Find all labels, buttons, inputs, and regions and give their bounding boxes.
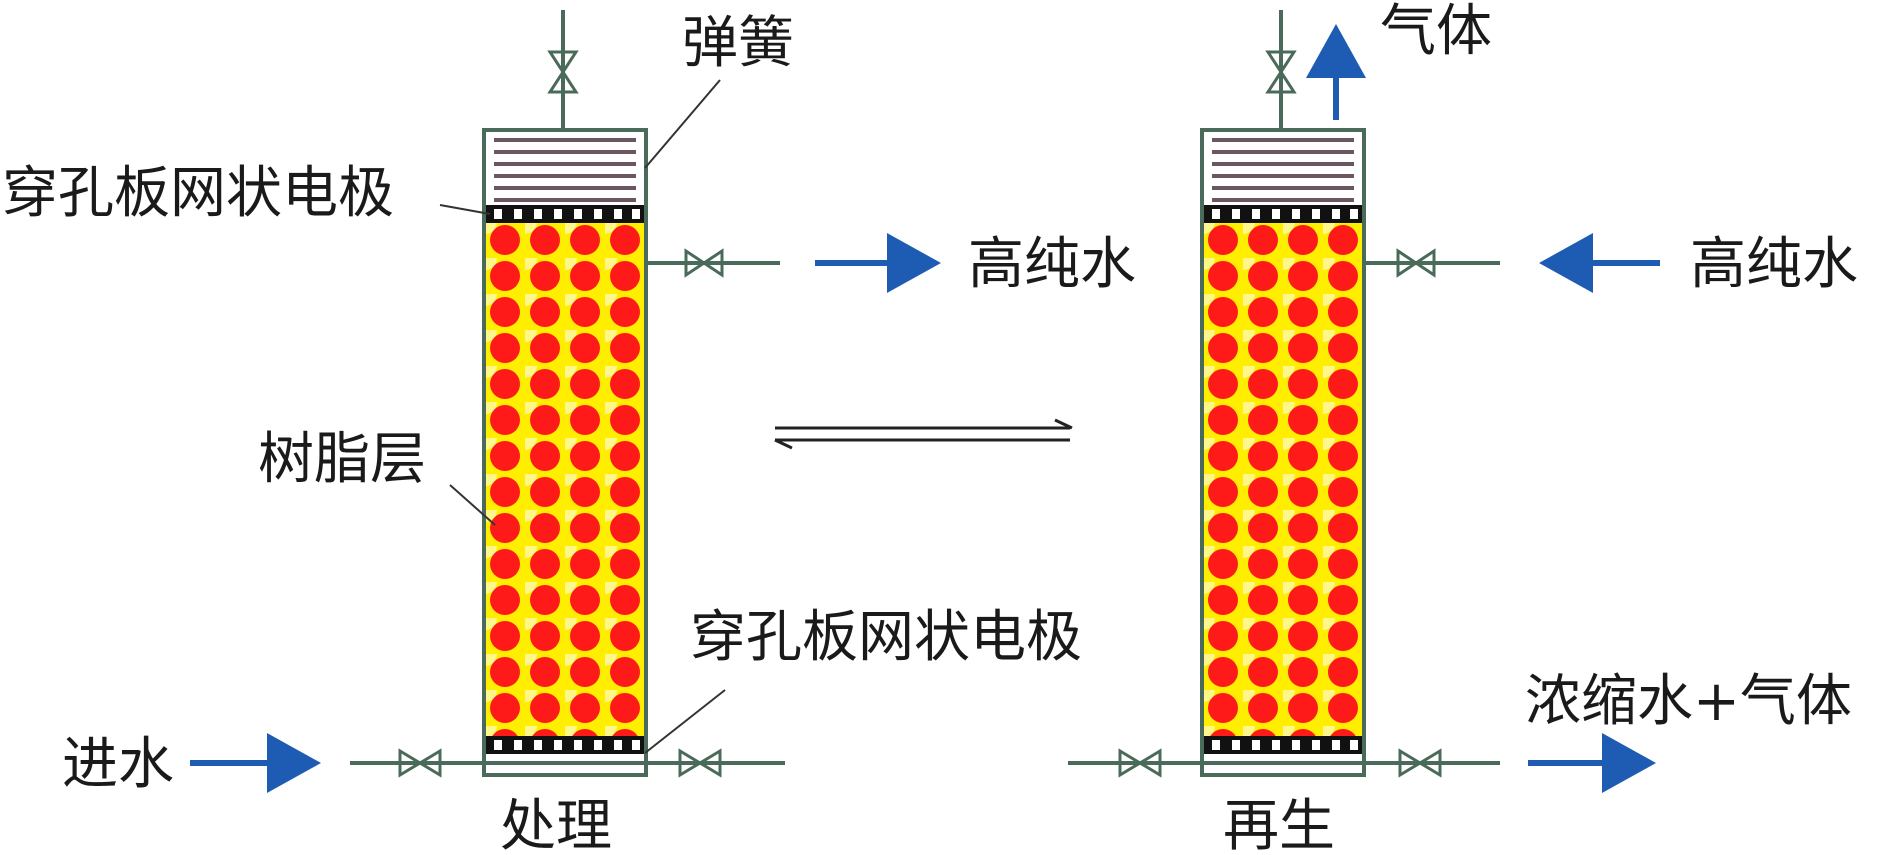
spring-right <box>1212 138 1354 202</box>
spring-left <box>494 138 636 202</box>
resin-layer-left <box>486 223 644 736</box>
inlet-valve-icon <box>398 748 442 778</box>
label-regeneration: 再生 <box>1223 794 1335 855</box>
label-top-electrode: 穿孔板网状电极 <box>2 161 394 226</box>
bottom-outlet-valve-left-icon <box>678 748 722 778</box>
resin-layer-right <box>1204 223 1362 736</box>
label-concentrate-gas: 浓缩水+气体 <box>1525 669 1852 734</box>
label-inlet-water: 进水 <box>62 732 174 797</box>
top-electrode-left <box>486 205 644 223</box>
regeneration-column <box>1068 10 1500 778</box>
label-resin-layer: 树脂层 <box>258 427 426 492</box>
label-right-high-purity-water: 高纯水 <box>1690 232 1858 297</box>
label-treatment: 处理 <box>500 794 612 855</box>
side-inlet-valve-right-icon <box>1396 248 1436 278</box>
resin-leader-line <box>449 484 496 526</box>
label-spring: 弹簧 <box>682 11 794 76</box>
top-valve-left-icon <box>547 50 579 94</box>
bottom-electrode-right <box>1204 736 1362 754</box>
bottom-electrode-left <box>486 736 644 754</box>
label-left-high-purity-water: 高纯水 <box>968 232 1136 297</box>
bottom-inlet-valve-right-icon <box>1118 748 1162 778</box>
bottom-electrode-leader-line <box>644 689 726 754</box>
side-outlet-valve-left-icon <box>684 248 724 278</box>
label-gas: 气体 <box>1380 0 1492 64</box>
top-electrode-leader-line <box>439 204 491 215</box>
top-electrode-right <box>1204 205 1362 223</box>
spring-leader-line <box>644 79 721 169</box>
bottom-outlet-valve-right-icon <box>1398 748 1442 778</box>
treatment-column <box>350 10 785 778</box>
reversible-arrow-icon <box>774 418 1073 450</box>
label-bottom-electrode: 穿孔板网状电极 <box>690 605 1082 670</box>
top-valve-right-icon <box>1265 50 1297 94</box>
